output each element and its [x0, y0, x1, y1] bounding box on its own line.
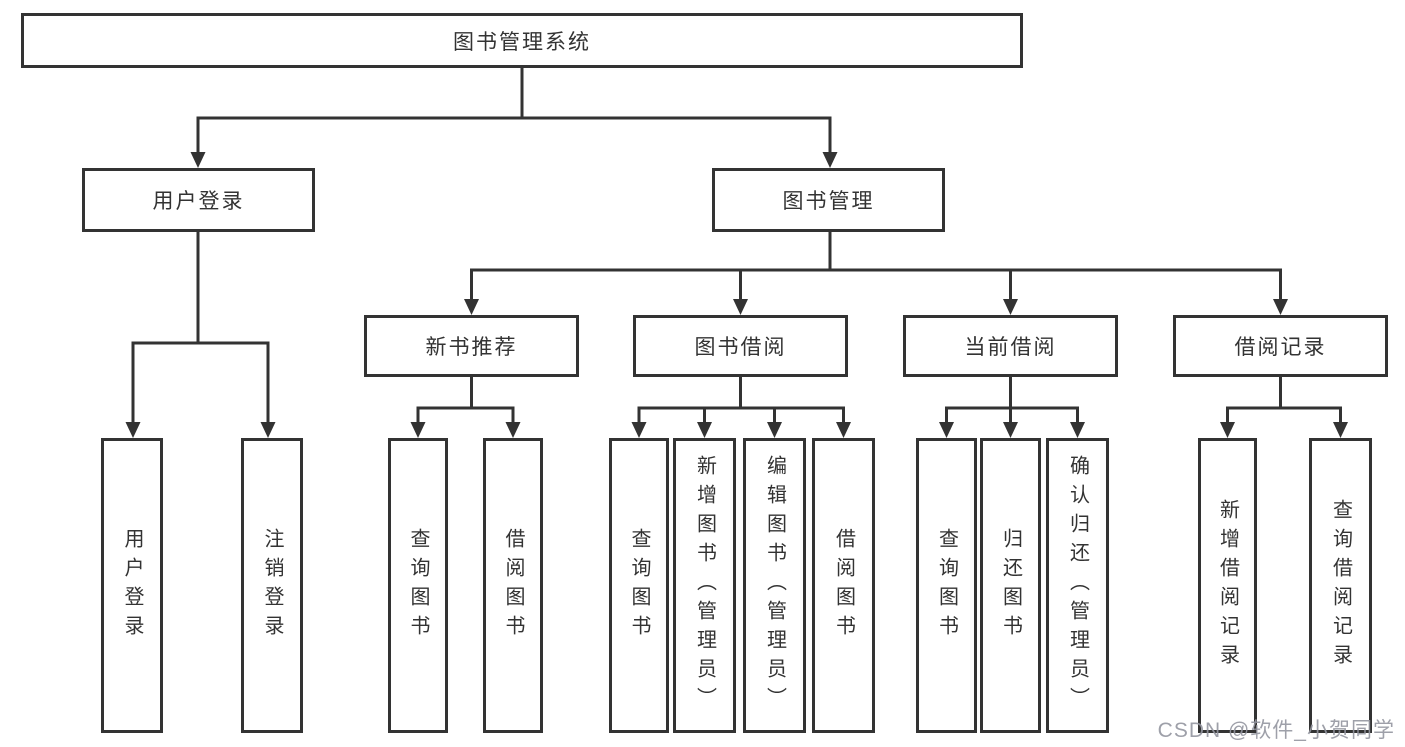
- leaf-return-book-label: 归还图书: [999, 527, 1022, 644]
- node-root-system: 图书管理系统: [21, 13, 1023, 68]
- node-book-management: 图书管理: [712, 168, 945, 232]
- leaf-recommend-borrow-book-label: 借阅图书: [502, 527, 524, 644]
- leaf-logout: 注销登录: [241, 438, 303, 733]
- leaf-borrow-book: 借阅图书: [812, 438, 875, 733]
- node-user-login: 用户登录: [82, 168, 315, 232]
- leaf-add-borrow-record: 新增借阅记录: [1198, 438, 1257, 733]
- node-book-management-label: 图书管理: [782, 190, 875, 213]
- leaf-return-book: 归还图书: [980, 438, 1041, 733]
- leaf-add-book-admin-label: 新增图书（管理员）: [693, 455, 716, 716]
- node-root-system-label: 图书管理系统: [453, 30, 591, 54]
- leaf-borrow-query-book: 查询图书: [609, 438, 669, 733]
- leaf-user-login: 用户登录: [101, 438, 163, 733]
- leaf-recommend-query-book: 查询图书: [388, 438, 448, 733]
- leaf-borrow-query-book-label: 查询图书: [628, 527, 650, 644]
- leaf-borrow-book-label: 借阅图书: [832, 527, 855, 644]
- node-book-borrow-label: 图书借阅: [694, 336, 787, 359]
- leaf-user-login-label: 用户登录: [121, 527, 143, 644]
- node-borrow-records-label: 借阅记录: [1234, 336, 1327, 359]
- node-book-borrow: 图书借阅: [633, 315, 848, 377]
- node-user-login-label: 用户登录: [152, 190, 245, 213]
- node-current-borrow-label: 当前借阅: [964, 336, 1057, 359]
- leaf-edit-book-admin-label: 编辑图书（管理员）: [763, 455, 786, 716]
- leaf-add-borrow-record-label: 新增借阅记录: [1216, 498, 1239, 673]
- leaf-confirm-return-admin: 确认归还（管理员）: [1046, 438, 1109, 733]
- leaf-add-book-admin: 新增图书（管理员）: [673, 438, 736, 733]
- leaf-edit-book-admin: 编辑图书（管理员）: [743, 438, 806, 733]
- node-new-book-recommend: 新书推荐: [364, 315, 579, 377]
- leaf-recommend-query-book-label: 查询图书: [407, 527, 429, 644]
- leaf-logout-label: 注销登录: [261, 527, 283, 644]
- leaf-query-borrow-record-label: 查询借阅记录: [1329, 498, 1352, 673]
- node-current-borrow: 当前借阅: [903, 315, 1118, 377]
- leaf-recommend-borrow-book: 借阅图书: [483, 438, 543, 733]
- leaf-confirm-return-admin-label: 确认归还（管理员）: [1066, 455, 1089, 716]
- node-borrow-records: 借阅记录: [1173, 315, 1388, 377]
- watermark-text: CSDN @软件_小贺同学: [1157, 719, 1395, 742]
- leaf-query-borrow-record: 查询借阅记录: [1309, 438, 1372, 733]
- leaf-current-query-book-label: 查询图书: [935, 527, 958, 644]
- node-new-book-recommend-label: 新书推荐: [425, 336, 518, 359]
- leaf-current-query-book: 查询图书: [916, 438, 977, 733]
